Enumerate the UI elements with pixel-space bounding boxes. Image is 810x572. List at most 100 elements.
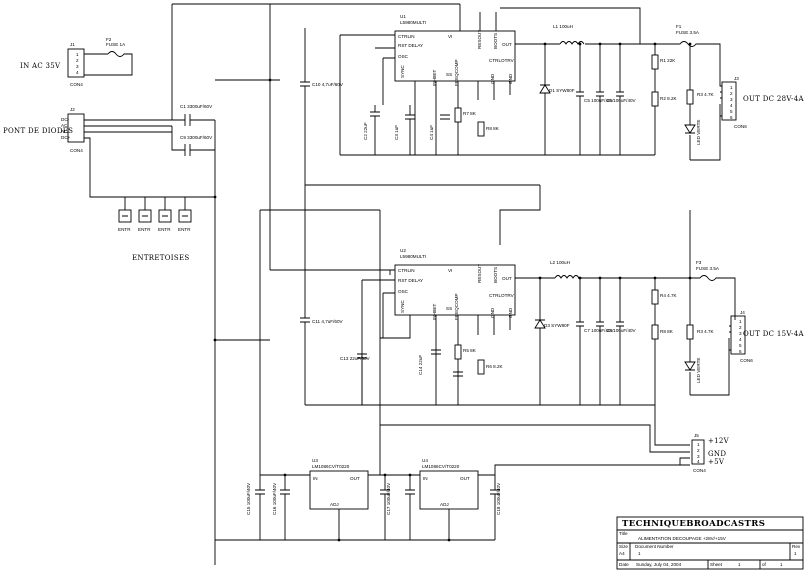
title-block: TECHNIQUEBROADCASTRS Title ALIMENTATION … [616, 516, 804, 570]
svg-text:5: 5 [730, 109, 733, 114]
svg-text:BOOTS: BOOTS [493, 267, 498, 283]
svg-text:CON4: CON4 [693, 468, 706, 473]
resistor-r1: R1 22K [651, 44, 676, 155]
svg-text:1: 1 [738, 562, 741, 567]
svg-text:R3 4.7K: R3 4.7K [697, 92, 715, 97]
svg-text:OUT: OUT [502, 42, 512, 47]
svg-text:SS: SS [446, 72, 452, 77]
svg-text:Sheet: Sheet [710, 562, 723, 567]
small-caps-u2: C13 22uF/60V C14 22uF R5 8K R6 8.2K [340, 344, 504, 405]
label-plus5: +5V [708, 458, 725, 466]
svg-text:AC: AC [61, 123, 68, 128]
svg-text:OSC: OSC [398, 289, 409, 294]
svg-text:Date: Date [619, 562, 629, 567]
cap-c17-label: C17 100uF/40V [386, 482, 391, 515]
cap-c18-label: C18 100uF/40V [496, 482, 501, 515]
led-1: LED VERTE [684, 120, 701, 145]
svg-text:CTRLOTRV: CTRLOTRV [489, 293, 515, 298]
svg-text:C14 22uF: C14 22uF [418, 355, 423, 375]
svg-text:J4: J4 [740, 310, 745, 315]
svg-text:RST DELAY: RST DELAY [398, 278, 423, 283]
capacitor-c11: C11 4,7uF/60V [300, 185, 343, 405]
svg-text:OUT: OUT [350, 476, 360, 481]
inductor-l1: L1 100uH [553, 24, 585, 45]
svg-text:C2 22uF: C2 22uF [363, 122, 368, 140]
svg-text:CON6: CON6 [740, 358, 753, 363]
inductor-l2: L2 100uH [550, 260, 580, 279]
svg-text:INHIBIT: INHIBIT [432, 69, 437, 86]
svg-text:L1 100uH: L1 100uH [553, 24, 573, 29]
label-gnd: GND [708, 450, 726, 458]
cap-c15-label: C15 100uF/40V [246, 482, 251, 515]
svg-text:CTRLIN: CTRLIN [398, 34, 415, 39]
resistor-r2: R2 8.2K [651, 91, 678, 107]
label-out-28v: OUT DC 28V-4A [743, 95, 804, 103]
capacitor-c10: C10 4,7uF/60V [300, 28, 344, 185]
diode-d1: D1 SYW80F [539, 44, 575, 155]
svg-text:R3 4.7K: R3 4.7K [697, 329, 715, 334]
svg-text:2: 2 [739, 325, 742, 330]
svg-text:FREQCOMP: FREQCOMP [454, 293, 459, 320]
svg-text:J2: J2 [70, 107, 75, 112]
svg-text:DC-: DC- [61, 117, 70, 122]
svg-text:OSC: OSC [398, 54, 409, 59]
svg-text:6: 6 [730, 115, 733, 120]
cap-c16-label: C16 100uF/40V [272, 482, 277, 515]
svg-text:U2: U2 [400, 248, 406, 253]
svg-text:4: 4 [697, 459, 700, 464]
svg-text:R8 8K: R8 8K [660, 329, 674, 334]
svg-text:SYNC: SYNC [400, 300, 405, 313]
resistor-r4: R4 4.7K [651, 278, 678, 405]
svg-text:F2: F2 [106, 37, 112, 42]
svg-text:U4: U4 [422, 458, 428, 463]
svg-text:C9 3300uF/60V: C9 3300uF/60V [180, 135, 213, 140]
connector-j4: J4 CON6 1 2 3 4 5 6 [728, 305, 753, 363]
svg-text:FUSE 3.5A: FUSE 3.5A [696, 266, 720, 271]
svg-text:1: 1 [780, 562, 783, 567]
svg-text:1: 1 [730, 85, 733, 90]
svg-text:ADJ: ADJ [440, 502, 449, 507]
svg-text:FUSE 3.5A: FUSE 3.5A [676, 30, 700, 35]
svg-text:C3 1uF: C3 1uF [394, 125, 399, 140]
led-2: LED VERTE [684, 358, 701, 383]
svg-text:J5: J5 [694, 433, 699, 438]
regulator-u2: U2 L5980MULTI CTRLIN RST DELAY OSC VI SY… [394, 248, 516, 320]
svg-text:Size: Size [619, 544, 628, 549]
svg-text:R2 8.2K: R2 8.2K [660, 96, 678, 101]
resistor-r3b: R3 4.7K [686, 278, 715, 395]
svg-text:Rev: Rev [792, 544, 801, 549]
svg-text:INHIBIT: INHIBIT [432, 303, 437, 320]
connector-j5: J5 CON4 1 2 3 4 [691, 433, 706, 473]
svg-text:1: 1 [638, 551, 641, 556]
fuse-f1: F1 FUSE 3.5A [655, 24, 721, 70]
regulator-u4: U4 LM1086CV/T0220 IN OUT ADJ [419, 458, 479, 510]
svg-text:of: of [762, 562, 767, 567]
connector-j1: J1 CON4 1 2 3 4 [67, 42, 85, 87]
svg-text:DC+: DC+ [61, 135, 71, 140]
svg-text:CON6: CON6 [734, 124, 747, 129]
resistor-r8b: R8 8K [651, 324, 674, 340]
svg-text:SYNC: SYNC [400, 65, 405, 78]
label-entretoises: ENTRETOISES [132, 254, 189, 262]
svg-text:CON4: CON4 [70, 82, 83, 87]
label-out-15v: OUT DC 15V-4A [743, 330, 804, 338]
svg-text:R4 4.7K: R4 4.7K [660, 293, 678, 298]
svg-text:BOOTS: BOOTS [493, 33, 498, 49]
svg-text:OUT: OUT [460, 476, 470, 481]
svg-text:R5 8K: R5 8K [463, 348, 477, 353]
entretoises-group: ENTR ENTR ENTR ENTR ENTRETOISES [118, 197, 192, 262]
svg-text:OUT: OUT [502, 276, 512, 281]
svg-text:2: 2 [697, 448, 700, 453]
svg-text:1: 1 [76, 52, 79, 57]
svg-text:6: 6 [739, 349, 742, 354]
svg-text:A4: A4 [619, 551, 625, 556]
svg-text:C7 100uF/40V: C7 100uF/40V [584, 328, 615, 333]
svg-text:J3: J3 [734, 76, 739, 81]
fuse-f3: F3 FUSE 3.5A [690, 260, 736, 305]
svg-text:C13 22uF/60V: C13 22uF/60V [340, 356, 371, 361]
svg-text:R7 8K: R7 8K [463, 111, 477, 116]
svg-text:3: 3 [697, 454, 700, 459]
label-in-ac: IN AC 35V [20, 62, 61, 70]
svg-text:1: 1 [739, 319, 742, 324]
